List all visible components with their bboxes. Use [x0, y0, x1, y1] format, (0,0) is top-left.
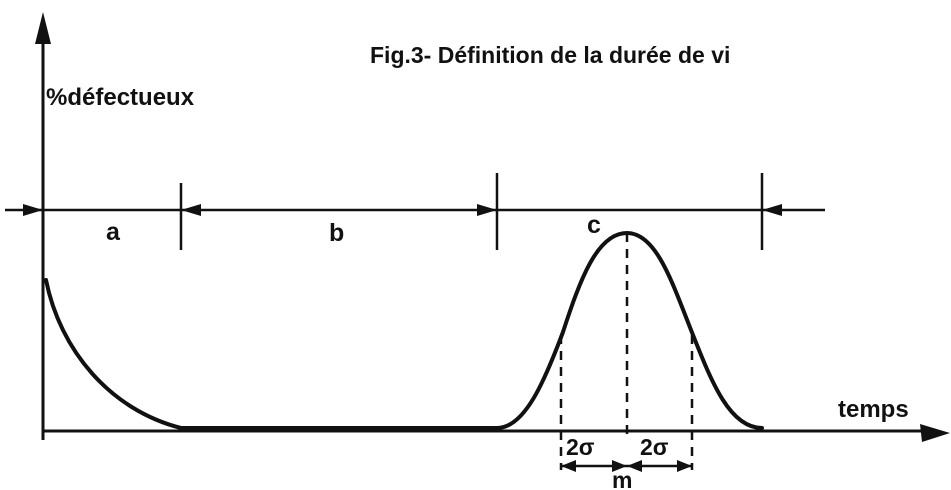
x-axis-arrowhead — [920, 424, 950, 442]
interval-a-left-arrow — [23, 204, 43, 216]
interval-dimension-line — [5, 173, 825, 250]
y-axis-label: %défectueux — [46, 84, 195, 111]
figure-title: Fig.3- Définition de la durée de vi — [370, 42, 730, 68]
interval-b-label: b — [329, 219, 344, 247]
interval-b-left-arrow — [181, 204, 201, 216]
x-axis-label: temps — [838, 396, 909, 423]
interval-a-label: a — [106, 218, 121, 246]
y-axis-arrowhead — [35, 12, 51, 44]
failure-rate-curve — [44, 230, 764, 430]
interval-c-right-arrow — [762, 204, 782, 216]
interval-c-label: c — [587, 211, 601, 239]
plus-2sigma-label: 2σ — [640, 434, 669, 460]
sigma-dimension-arrows — [561, 460, 692, 472]
mean-label: m — [612, 467, 632, 490]
minus-2sigma-label: 2σ — [566, 434, 595, 460]
interval-b-right-arrow — [477, 204, 497, 216]
